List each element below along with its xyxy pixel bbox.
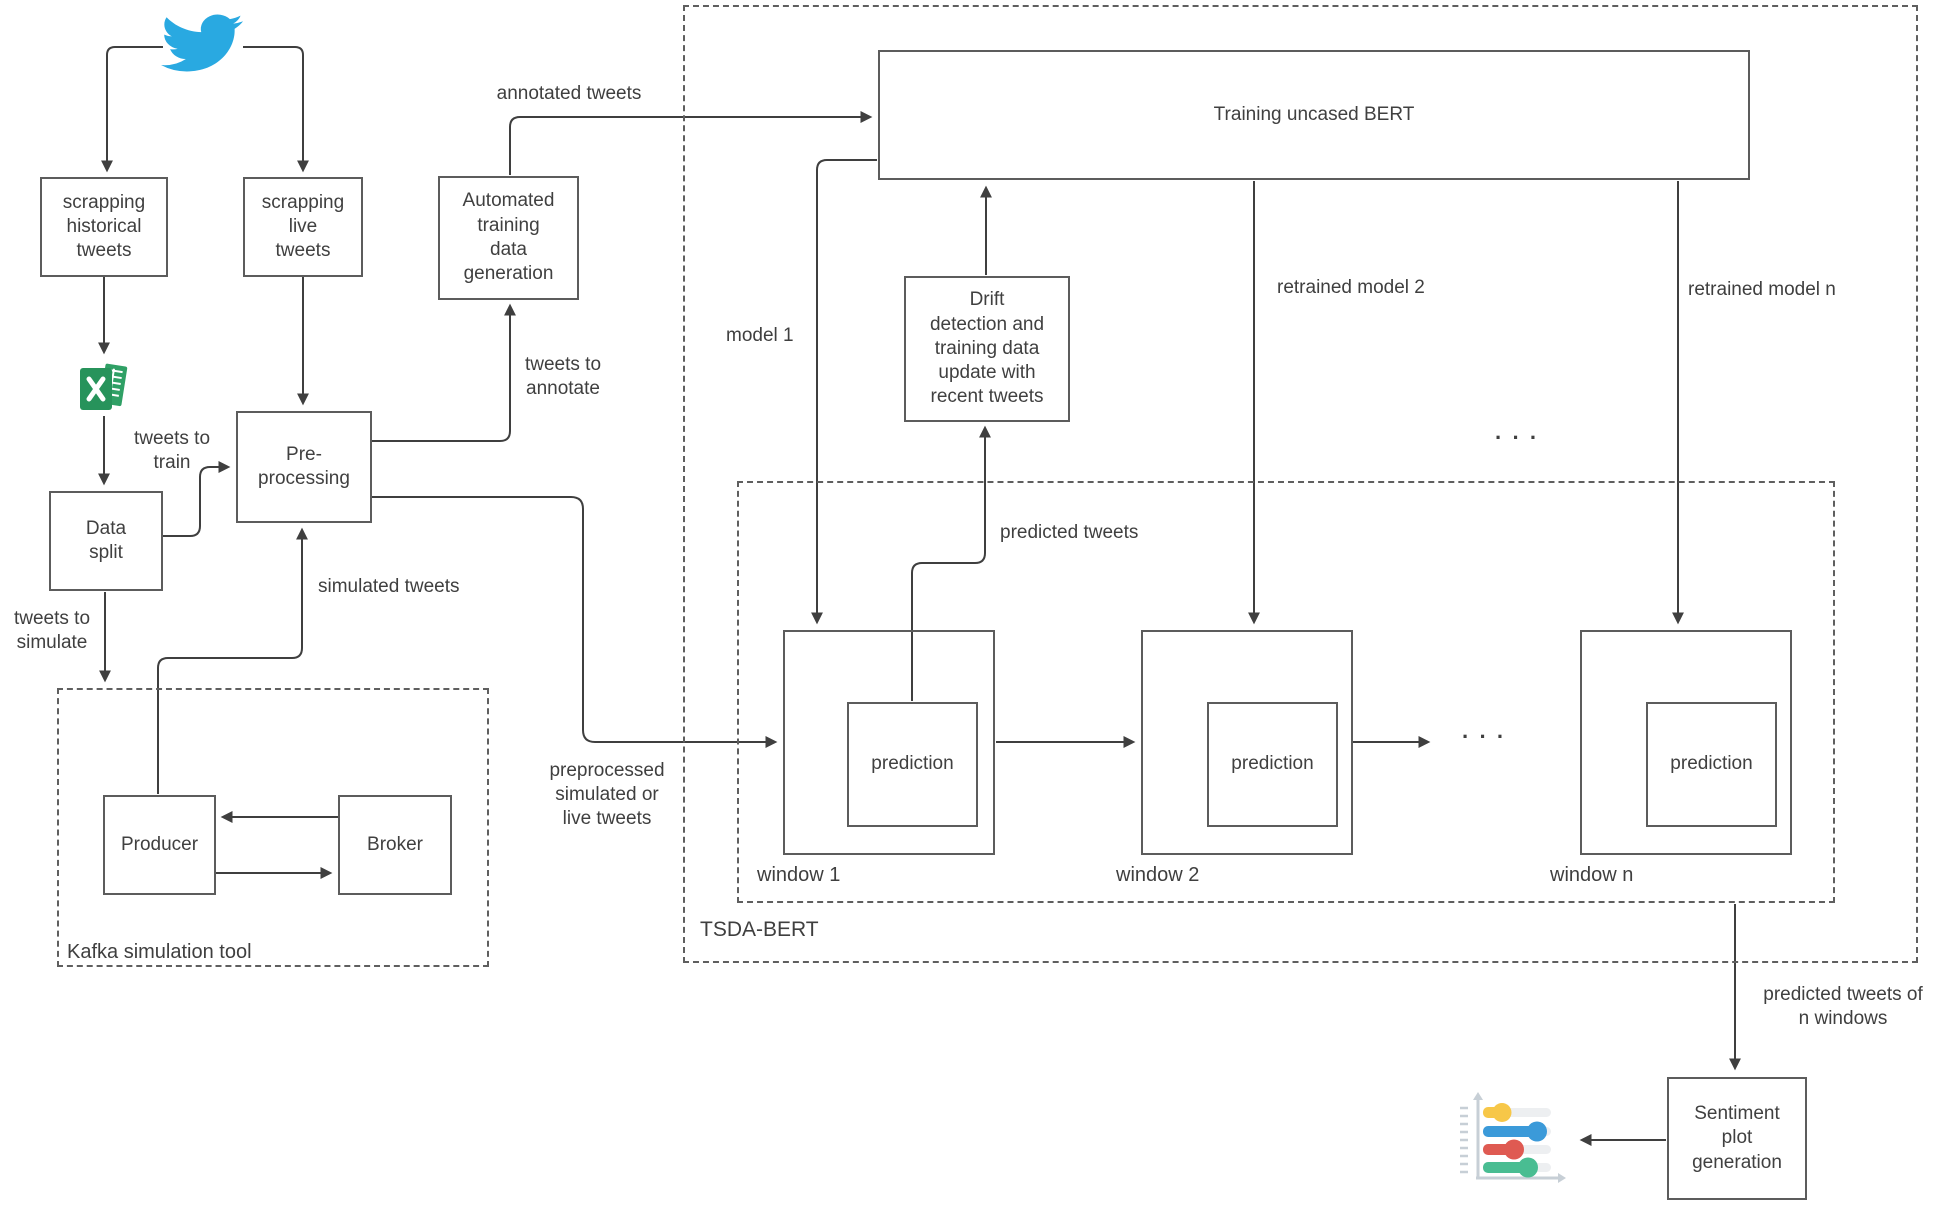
tsda-bert-outer-box <box>683 5 1918 963</box>
node-producer: Producer <box>103 795 216 895</box>
label-predicted-tweets: predicted tweets <box>1000 522 1139 543</box>
label-predicted-n-windows: predicted tweets of n windows <box>1763 984 1923 1029</box>
ellipsis-top: · · · <box>1495 425 1540 450</box>
horizontal-lollipop-chart-icon <box>1455 1088 1567 1186</box>
node-drift-detection: Drift detection and training data update… <box>904 276 1070 422</box>
window-1-box <box>783 630 995 855</box>
node-scrapping-historical: scrapping historical tweets <box>40 177 168 277</box>
window-n-label: window n <box>1550 864 1634 886</box>
edge-twitter-to-live <box>243 46 309 173</box>
edge-datasplit-to-preprocessing <box>163 461 231 537</box>
window-2-label: window 2 <box>1116 864 1200 886</box>
label-annotated-tweets: annotated tweets <box>496 83 642 104</box>
node-prediction-2: prediction <box>1207 702 1338 827</box>
edge-preprocessing-to-automated <box>372 303 516 442</box>
node-prediction-n: prediction <box>1646 702 1777 827</box>
node-broker: Broker <box>338 795 452 895</box>
tsda-bert-label: TSDA-BERT <box>700 918 819 941</box>
node-prediction-1: prediction <box>847 702 978 827</box>
kafka-group-label: Kafka simulation tool <box>67 941 252 963</box>
label-tweets-to-simulate: tweets to simulate <box>13 608 91 653</box>
node-scrapping-live: scrapping live tweets <box>243 177 363 277</box>
excel-spreadsheet-icon <box>76 360 132 416</box>
edge-twitter-to-historical <box>101 46 163 173</box>
label-retrained-model-2: retrained model 2 <box>1277 277 1425 298</box>
kafka-group-box <box>57 688 489 967</box>
node-data-split: Data split <box>49 491 163 591</box>
window-1-label: window 1 <box>757 864 841 886</box>
node-training-bert: Training uncased BERT <box>878 50 1750 180</box>
windows-inner-box <box>737 481 1835 903</box>
ellipsis-middle: · · · <box>1462 724 1507 749</box>
window-2-box <box>1141 630 1353 855</box>
node-automated-training: Automated training data generation <box>438 176 579 300</box>
node-sentiment-plot: Sentiment plot generation <box>1667 1077 1807 1200</box>
label-model-1: model 1 <box>726 325 794 346</box>
label-retrained-model-n: retrained model n <box>1688 279 1836 300</box>
node-preprocessing: Pre- processing <box>236 411 372 523</box>
label-tweets-to-annotate: tweets to annotate <box>524 354 602 399</box>
label-tweets-to-train: tweets to train <box>133 428 211 473</box>
label-preprocessed-tweets: preprocessed simulated or live tweets <box>549 760 665 829</box>
twitter-bird-icon <box>161 8 243 78</box>
label-simulated-tweets: simulated tweets <box>318 576 460 597</box>
window-n-box <box>1580 630 1792 855</box>
